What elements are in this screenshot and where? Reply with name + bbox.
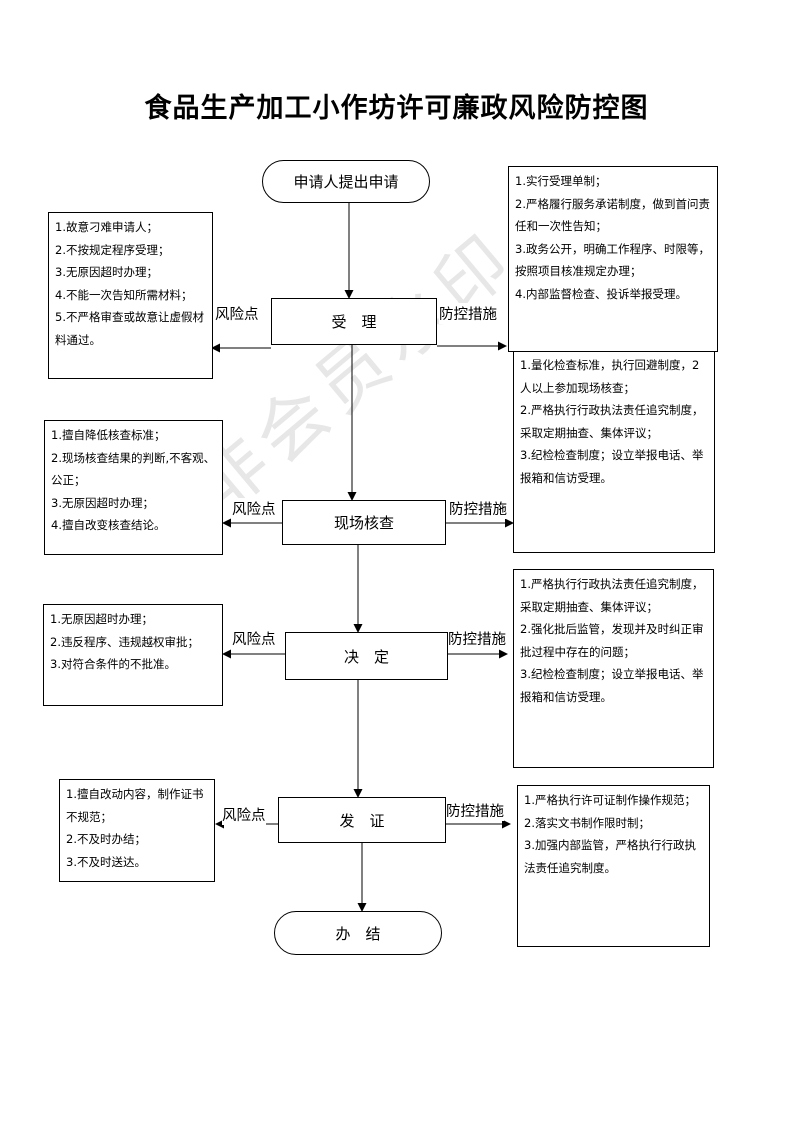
risk-item: 3.无原因超时办理； [51,495,154,510]
inspect-node: 现场核查 [282,500,446,545]
control-box-issue: 1.严格执行许可证制作操作规范； 2.落实文书制作限时制； 3.加强内部监管，严… [517,785,710,947]
control-label-accept: 防控措施 [439,303,497,324]
control-item: 2.严格履行服务承诺制度，做到首问责任和一次性告知； [515,196,710,234]
control-item: 4.内部监督检查、投诉举报受理。 [515,286,687,301]
risk-item: 3.无原因超时办理； [55,265,158,279]
risk-item: 2.不及时办结； [66,832,146,846]
control-label-decide: 防控措施 [448,628,506,649]
start-node: 申请人提出申请 [262,160,430,203]
accept-node: 受 理 [271,298,437,345]
risk-item: 3.不及时送达。 [66,854,146,869]
control-item: 2.严格执行行政执法责任追究制度，采取定期抽查、集体评议； [520,403,704,440]
risk-box-decide: 1.无原因超时办理； 2.违反程序、违规越权审批； 3.对符合条件的不批准。 [43,604,223,706]
risk-label-decide: 风险点 [232,628,276,649]
end-node: 办 结 [274,911,442,955]
risk-box-inspect: 1.擅自降低核查标准； 2.现场核查结果的判断,不客观、公正； 3.无原因超时办… [44,420,223,555]
control-item: 1.实行受理单制； [515,174,607,188]
control-item: 1.严格执行许可证制作操作规范； [524,793,696,807]
risk-item: 1.擅自改动内容，制作证书不规范； [66,787,204,824]
control-item: 3.纪检检查制度；设立举报电话、举报箱和信访受理。 [520,667,704,704]
control-box-accept: 1.实行受理单制； 2.严格履行服务承诺制度，做到首问责任和一次性告知； 3.政… [508,166,718,352]
risk-label-inspect: 风险点 [232,498,276,519]
decide-node: 决 定 [285,632,448,680]
control-item: 1.严格执行行政执法责任追究制度，采取定期抽查、集体评议； [520,577,704,614]
page-title: 食品生产加工小作坊许可廉政风险防控图 [144,93,649,124]
issue-node: 发 证 [278,797,446,843]
risk-box-accept: 1.故意刁难申请人； 2.不按规定程序受理； 3.无原因超时办理； 4.不能一次… [48,212,213,379]
control-item: 3.加强内部监管，严格执行行政执法责任追究制度。 [524,838,696,875]
risk-box-issue: 1.擅自改动内容，制作证书不规范； 2.不及时办结； 3.不及时送达。 [59,779,215,882]
risk-item: 2.现场核查结果的判断,不客观、公正； [51,450,216,488]
control-box-inspect: 1.量化检查标准，执行回避制度，2人以上参加现场核查； 2.严格执行行政执法责任… [513,343,715,553]
risk-item: 1.故意刁难申请人； [55,220,158,234]
control-label-inspect: 防控措施 [449,498,507,519]
risk-item: 5.不严格审查或故意让虚假材料通过。 [55,310,204,347]
risk-item: 2.不按规定程序受理； [55,242,170,257]
risk-item: 1.擅自降低核查标准； [51,428,166,442]
control-item: 3.纪检检查制度；设立举报电话、举报箱和信访受理。 [520,448,704,485]
control-box-decide: 1.严格执行行政执法责任追究制度，采取定期抽查、集体评议； 2.强化批后监管，发… [513,569,714,768]
risk-item: 3.对符合条件的不批准。 [50,657,176,671]
control-label-issue: 防控措施 [446,800,504,821]
risk-item: 4.不能一次告知所需材料； [55,287,193,302]
control-item: 3.政务公开，明确工作程序、时限等，按照项目核准规定办理； [515,241,710,279]
control-item: 2.强化批后监管，发现并及时纠正审批过程中存在的问题； [520,622,704,659]
risk-label-issue: 风险点 [222,804,266,825]
risk-item: 1.无原因超时办理； [50,612,153,626]
risk-item: 2.违反程序、违规越权审批； [50,634,199,649]
control-item: 1.量化检查标准，执行回避制度，2人以上参加现场核查； [520,358,700,395]
control-item: 2.落实文书制作限时制； [524,815,650,830]
risk-item: 4.擅自改变核查结论。 [51,518,166,532]
risk-label-accept: 风险点 [215,303,259,324]
